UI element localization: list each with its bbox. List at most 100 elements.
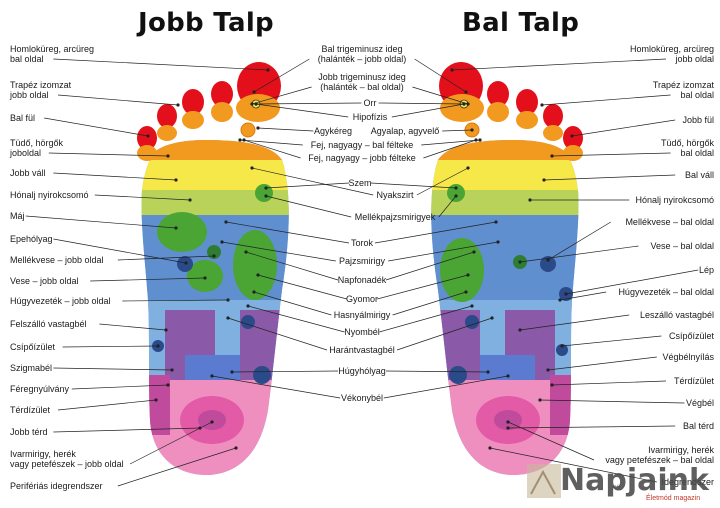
reflex-zone-label: Végbél	[685, 398, 714, 408]
leader-dot	[466, 273, 470, 277]
right-foot-title: Jobb Talp	[138, 8, 274, 38]
leader-line	[565, 269, 699, 295]
leader-line	[571, 119, 676, 137]
leader-line	[255, 102, 362, 105]
reflex-zone-label: Jobb trigeminusz ideg(halánték – bal old…	[318, 72, 406, 92]
reflex-zone-label: Napfonadék	[337, 275, 387, 285]
reflex-zone-label: Húgyvezeték – bal oldal	[618, 287, 714, 297]
leader-line	[370, 182, 457, 189]
leader-line	[559, 291, 607, 301]
leader-line	[243, 139, 301, 159]
leader-dot	[238, 138, 242, 142]
leader-line	[385, 251, 475, 281]
leader-dot	[170, 368, 174, 372]
leader-line	[383, 375, 509, 399]
leader-dot	[230, 370, 234, 374]
reflex-zone-label: Bal váll	[684, 170, 714, 180]
leader-dot	[560, 344, 564, 348]
leader-dot	[252, 90, 256, 94]
reflex-zone-label: Bal térd	[682, 421, 714, 431]
reflex-zone-label: Jobb fül	[682, 115, 714, 125]
leader-dot	[210, 420, 214, 424]
leader-line	[251, 167, 374, 196]
leader-dot	[254, 102, 258, 106]
leader-dot	[174, 226, 178, 230]
leader-line	[412, 86, 469, 105]
leader-line	[247, 305, 345, 333]
reflex-zone-label: Gyomor	[345, 294, 378, 304]
leader-dot	[220, 240, 224, 244]
leader-dot	[242, 138, 246, 142]
leader-line	[225, 221, 350, 244]
leader-line	[25, 215, 177, 229]
leader-dot	[166, 154, 170, 158]
leader-dot	[540, 103, 544, 107]
leader-dot	[203, 276, 207, 280]
leader-dot	[518, 328, 522, 332]
leader-dot	[224, 220, 228, 224]
reflex-zone-label: Hasnyálmirigy	[333, 310, 391, 320]
leader-dot	[466, 102, 470, 106]
leader-dot	[244, 250, 248, 254]
leader-line	[253, 58, 310, 93]
reflex-zone-label: Agyalap, agyvelő	[370, 126, 440, 136]
leader-line	[117, 447, 237, 487]
leader-line	[379, 305, 473, 333]
leader-line	[547, 356, 657, 371]
reflex-zone-label: Végbélnyílás	[662, 352, 714, 362]
leader-dot	[488, 446, 492, 450]
leader-dot	[450, 68, 454, 72]
leader-line	[561, 335, 662, 347]
reflex-zone-label: Hónalj nyirokcsomó	[10, 190, 89, 200]
leader-line	[438, 195, 457, 218]
leader-dot	[466, 166, 470, 170]
leader-line	[122, 299, 229, 302]
leader-line	[251, 86, 312, 105]
leader-dot	[542, 178, 546, 182]
leader-dot	[226, 298, 230, 302]
leader-line	[71, 384, 169, 390]
leader-line	[543, 174, 676, 181]
reflex-zone-label: Mellékpajzsmirigyek	[354, 212, 436, 222]
leader-line	[117, 255, 215, 261]
leader-line	[53, 238, 187, 264]
reflex-zone-label: Torok	[350, 238, 373, 248]
leader-dot	[470, 304, 474, 308]
reflex-zone-label: Csípőízület	[10, 342, 56, 352]
reflex-zone-label: Térdízület	[10, 405, 51, 415]
reflex-zone-label: Jobb térd	[10, 427, 48, 437]
reflex-zone-label: Bal fül	[10, 113, 36, 123]
leader-dot	[188, 198, 192, 202]
leader-dot	[506, 426, 510, 430]
watermark-brand: Napjaink	[560, 463, 709, 498]
leader-line	[551, 380, 667, 386]
left-foot-title: Bal Talp	[462, 8, 580, 38]
leader-dot	[250, 166, 254, 170]
leader-line	[99, 323, 167, 331]
reflex-zone-label: Húgyvezeték – jobb oldal	[10, 296, 111, 306]
leader-dot	[174, 178, 178, 182]
reflex-zone-label: Féregnyúlvány	[10, 384, 70, 394]
reflex-zone-label: Mellékvese – bal oldal	[625, 217, 714, 227]
leader-line	[378, 102, 465, 105]
reflex-zone-label: Idegrendszer	[661, 477, 714, 487]
leader-line	[265, 195, 352, 218]
watermark-tagline: Életmód magazin	[646, 495, 701, 502]
leader-dot	[558, 298, 562, 302]
leader-dot	[464, 90, 468, 94]
leader-line	[48, 152, 169, 157]
leader-dot	[226, 316, 230, 320]
leader-line	[53, 367, 173, 371]
leader-line	[245, 251, 339, 281]
leader-line	[547, 221, 611, 261]
leader-dot	[538, 398, 542, 402]
reflex-zone-label: Mellékvese – jobb oldal	[10, 255, 104, 265]
leader-dot	[506, 374, 510, 378]
watermark-logo-icon	[527, 464, 561, 498]
leader-line	[388, 241, 499, 262]
leader-line	[551, 152, 671, 157]
